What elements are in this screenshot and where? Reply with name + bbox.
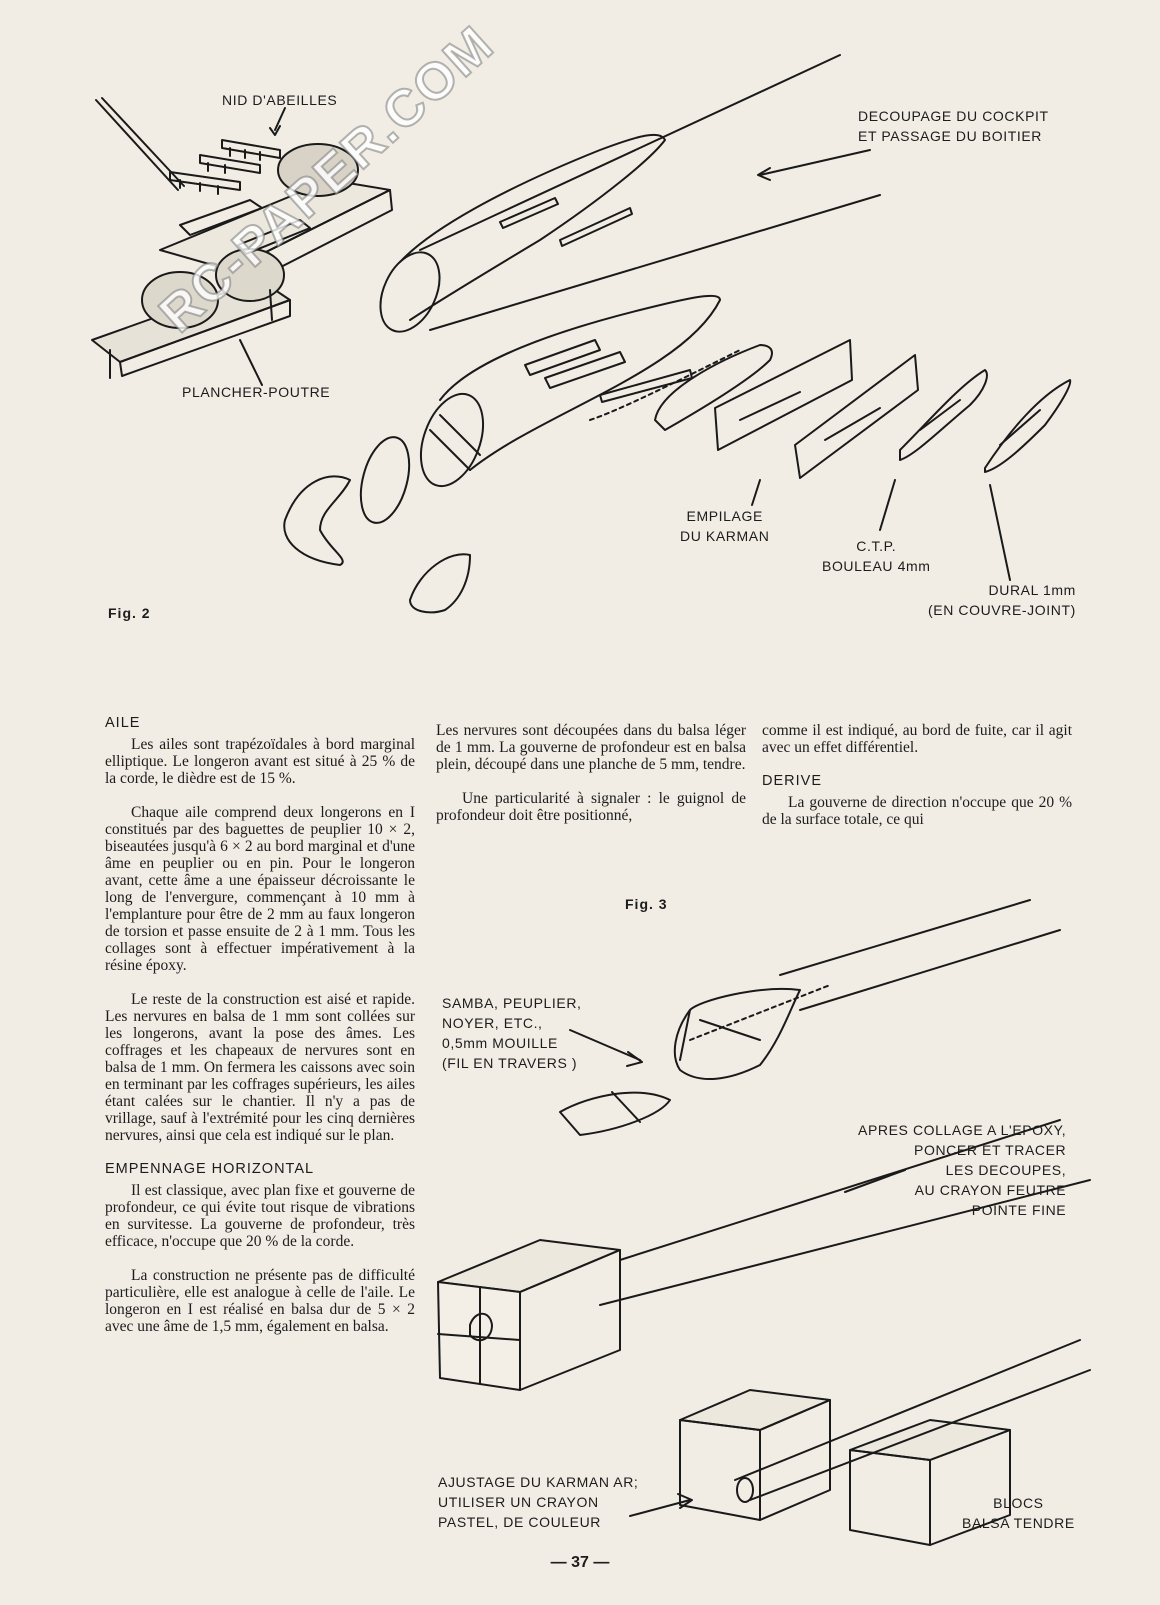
glued-block: [437, 1119, 1091, 1391]
text-column-3: comme il est indiqué, au bord de fuite, …: [762, 722, 1072, 845]
paragraph: La construction ne présente pas de diffi…: [105, 1267, 415, 1335]
ctp-arrow: [879, 479, 896, 531]
apres-arrow: [844, 1169, 906, 1193]
dural-arrow: [989, 484, 1011, 581]
paragraph: Une particularité à signaler : le guigno…: [436, 790, 746, 824]
tail-cone-veneer: [673, 899, 1061, 1081]
heading-derive: DERIVE: [762, 773, 822, 789]
paragraph: Le reste de la construction est aisé et …: [105, 991, 415, 1144]
paragraph: Les nervures sont découpées dans du bals…: [436, 722, 746, 773]
paragraph: Il est classique, avec plan fixe et gouv…: [105, 1182, 415, 1250]
balsa-blocks: [679, 1339, 1091, 1546]
paragraph: Chaque aile comprend deux longerons en I…: [105, 804, 415, 974]
heading-aile: AILE: [105, 715, 141, 731]
callout-plancher-poutre: PLANCHER-POUTRE: [182, 384, 331, 400]
paragraph: La gouverne de direction n'occupe que 20…: [762, 794, 1072, 828]
karman-stack: [654, 339, 1072, 479]
callout-ctp-bouleau: C.T.P. BOULEAU 4mm: [822, 538, 931, 574]
callout-samba: SAMBA, PEUPLIER, NOYER, ETC., 0,5mm MOUI…: [442, 995, 582, 1071]
callout-nid-abeilles: NID D'ABEILLES: [222, 92, 338, 108]
fig2-label: Fig. 2: [108, 605, 151, 621]
honeycomb-parts: [169, 139, 281, 195]
paragraph: comme il est indiqué, au bord de fuite, …: [762, 722, 1072, 756]
callout-empilage-karman: EMPILAGE DU KARMAN: [680, 508, 770, 544]
callout-blocs-balsa: BLOCS BALSA TENDRE: [962, 1495, 1075, 1531]
callout-decoupage-cockpit: DECOUPAGE DU COCKPIT ET PASSAGE DU BOITI…: [858, 108, 1049, 144]
callout-ajustage-karman: AJUSTAGE DU KARMAN AR; UTILISER UN CRAYO…: [438, 1474, 639, 1530]
fig2-drawing: [91, 54, 1072, 614]
text-column-1: AILE Les ailes sont trapézoïdales à bord…: [105, 715, 415, 1352]
page-number: — 37 —: [550, 1554, 610, 1571]
fuselage-top: [379, 54, 881, 333]
callout-apres-collage: APRES COLLAGE A L'EPOXY, PONCER ET TRACE…: [858, 1122, 1067, 1218]
heading-empennage: EMPENNAGE HORIZONTAL: [105, 1161, 315, 1177]
samba-arrow: [569, 1029, 641, 1061]
fig3-label: Fig. 3: [625, 896, 668, 912]
antenna-line: [95, 99, 179, 191]
empilage-arrow: [751, 479, 761, 506]
callout-dural: DURAL 1mm (EN COUVRE-JOINT): [928, 582, 1076, 618]
nose-parts: [283, 436, 471, 614]
radio-chassis: [91, 143, 393, 379]
plancher-arrow: [239, 339, 263, 386]
nid-arrow: [274, 107, 286, 131]
decoupage-arrow: [759, 149, 871, 176]
veneer-piece: [559, 1091, 671, 1136]
text-column-2: Les nervures sont découpées dans du bals…: [436, 722, 746, 841]
paragraph: Les ailes sont trapézoïdales à bord marg…: [105, 736, 415, 787]
ajustage-arrow: [629, 1499, 691, 1517]
